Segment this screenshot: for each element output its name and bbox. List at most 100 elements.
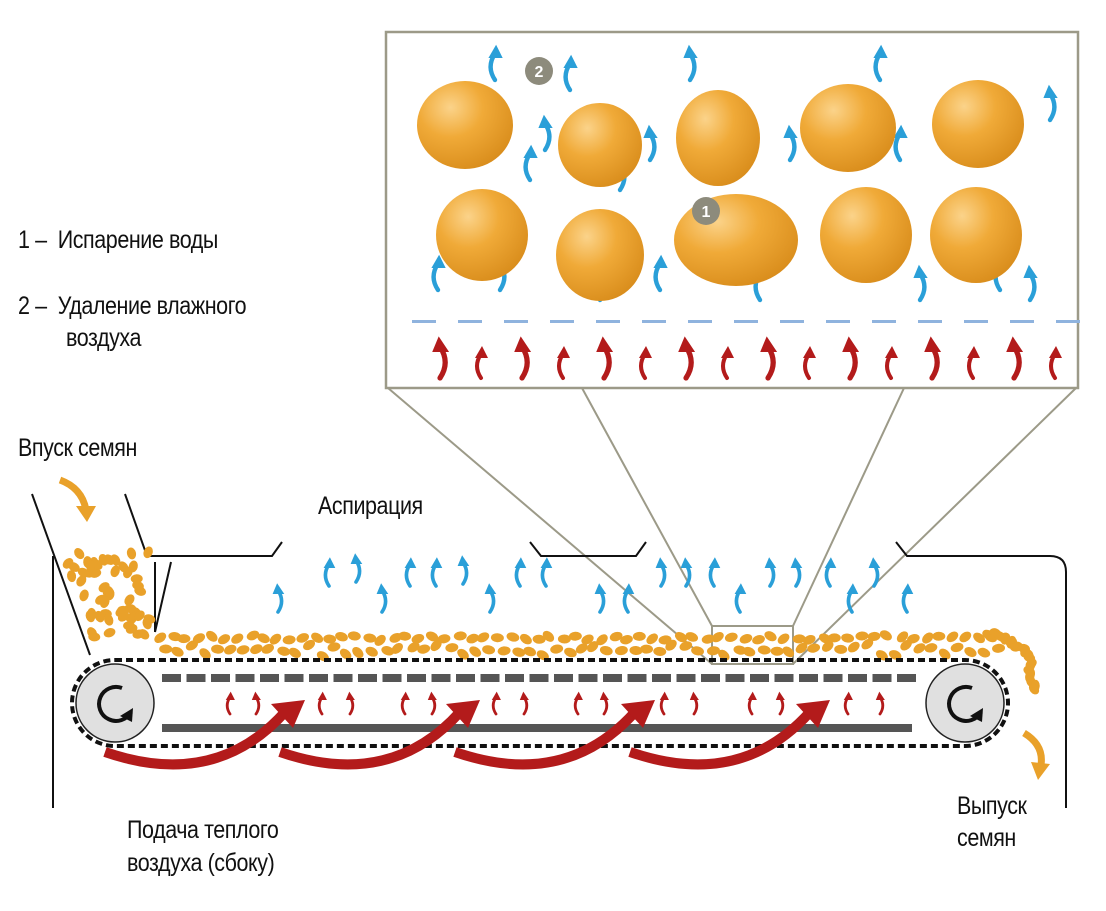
- inset-grate-dash: [734, 320, 758, 323]
- rising-heat-arrow-icon-head: [225, 691, 235, 700]
- moist-air-arrow-icon-head: [622, 583, 635, 594]
- seed-icon: [132, 581, 144, 591]
- inset-detail-view: 2 1: [384, 30, 1080, 390]
- inset-grate-dash: [780, 320, 804, 323]
- seed-icon: [407, 642, 420, 653]
- seed-icon: [282, 635, 296, 645]
- aspiration-hood-right: [529, 541, 647, 557]
- warm-air-arrow-icon: [103, 708, 289, 770]
- grate-segment: [603, 674, 622, 682]
- seed-icon: [1028, 683, 1040, 695]
- seed-icon: [296, 633, 309, 643]
- grate-segment: [456, 674, 475, 682]
- inset-grate-dash: [596, 320, 620, 323]
- seed-icon: [103, 627, 116, 638]
- seed-inlet-label: Впуск семян: [18, 434, 137, 462]
- grate-segment: [407, 674, 426, 682]
- moist-air-arrow-icon-head: [404, 557, 417, 568]
- inset-grate-line: [412, 320, 1080, 323]
- grate-segment: [480, 674, 500, 682]
- moist-air-arrow-icon-head: [514, 557, 527, 568]
- seed-icon: [782, 646, 795, 658]
- seed-icon: [803, 635, 816, 645]
- seed-icon: [177, 634, 191, 644]
- rising-heat-arrow-icon-head: [573, 691, 583, 700]
- seed-icon: [398, 631, 412, 641]
- seed-icon: [568, 631, 582, 641]
- inset-heat-arrow-icon-head: [1006, 336, 1024, 352]
- inset-heat-arrow-icon-head: [760, 336, 778, 352]
- inset-moist-air-arrow-icon-head: [488, 44, 503, 58]
- inset-moist-air-arrow-icon-head: [1043, 84, 1058, 98]
- grate-segment: [897, 674, 916, 682]
- seed-icon: [512, 647, 526, 657]
- seed-icon: [888, 650, 902, 660]
- warm-air-arrow-icon: [453, 708, 639, 770]
- inset-moist-air-arrow-icon-head: [873, 44, 888, 58]
- moist-air-arrow-icon-head: [824, 557, 837, 568]
- inset-heat-arrow-icon-head: [432, 336, 450, 352]
- seed-icon: [437, 634, 451, 644]
- seed-icon: [257, 633, 270, 644]
- seed-icon: [269, 633, 282, 645]
- grate-segment: [358, 674, 377, 682]
- seed-icon: [596, 634, 608, 646]
- grate-segment: [309, 674, 328, 682]
- seed-icon: [665, 639, 677, 651]
- inset-grate-dash: [550, 320, 574, 323]
- inset-seed: [820, 187, 912, 283]
- seed-icon: [855, 631, 869, 641]
- seed-icon: [938, 648, 951, 660]
- seed-icon: [126, 547, 137, 560]
- seed-icon: [834, 644, 848, 654]
- inlet-hopper-right: [124, 493, 283, 557]
- seed-icon: [718, 649, 730, 661]
- seed-icon: [453, 631, 467, 641]
- grate-segment: [211, 674, 230, 682]
- moist-air-arrow-icon-head: [680, 557, 693, 568]
- seed-icon: [519, 633, 532, 645]
- seed-icon: [724, 632, 738, 642]
- grate-segment: [774, 674, 794, 682]
- seed-icon: [896, 631, 909, 643]
- seed-icon: [679, 641, 693, 651]
- moist-air-arrow-icon-head: [734, 583, 747, 594]
- moist-air-arrow-icon-head: [430, 557, 443, 568]
- seed-icon: [827, 633, 841, 643]
- seed-icon: [323, 634, 337, 644]
- rising-heat-arrow-icon-head: [843, 691, 853, 700]
- inset-seed: [676, 90, 760, 186]
- seed-icon: [564, 647, 577, 658]
- right-roller-drum: [925, 663, 1005, 743]
- seed-icon: [94, 610, 105, 623]
- seed-icon: [159, 644, 173, 654]
- inset-warm-air-arrows: [432, 336, 1062, 381]
- warm-air-arrowhead: [271, 700, 305, 728]
- seed-icon: [739, 634, 753, 644]
- seed-icon: [68, 562, 80, 572]
- seed-icon: [777, 633, 790, 645]
- inset-moist-air-arrow-icon-head: [431, 254, 446, 268]
- inset-moist-air-arrow-icon-head: [683, 44, 698, 58]
- seed-icon: [867, 631, 881, 641]
- seed-icon: [946, 631, 959, 643]
- inset-heat-arrow-icon-head: [924, 336, 942, 352]
- seed-icon: [674, 631, 687, 643]
- moist-air-arrow-icon-head: [868, 557, 881, 568]
- seed-icon: [411, 633, 425, 644]
- marker-2-number: 2: [535, 64, 544, 81]
- moist-air-arrow-icon-head: [323, 557, 336, 568]
- seed-icon: [374, 634, 386, 646]
- seed-icon: [632, 631, 646, 641]
- seed-icon: [482, 645, 496, 655]
- seed-icon: [335, 632, 348, 642]
- seed-icon: [609, 631, 623, 642]
- seed-icon: [924, 643, 938, 653]
- seed-outlet-label-line1: Выпуск: [957, 792, 1027, 820]
- legend-item-2: 2 – Удаление влажного: [18, 291, 247, 322]
- seed-icon: [103, 613, 114, 626]
- grate-segment: [529, 674, 549, 682]
- connector-line: [792, 387, 905, 627]
- seed-icon: [211, 644, 225, 654]
- warm-air-label-line2: воздуха (сбоку): [127, 849, 275, 877]
